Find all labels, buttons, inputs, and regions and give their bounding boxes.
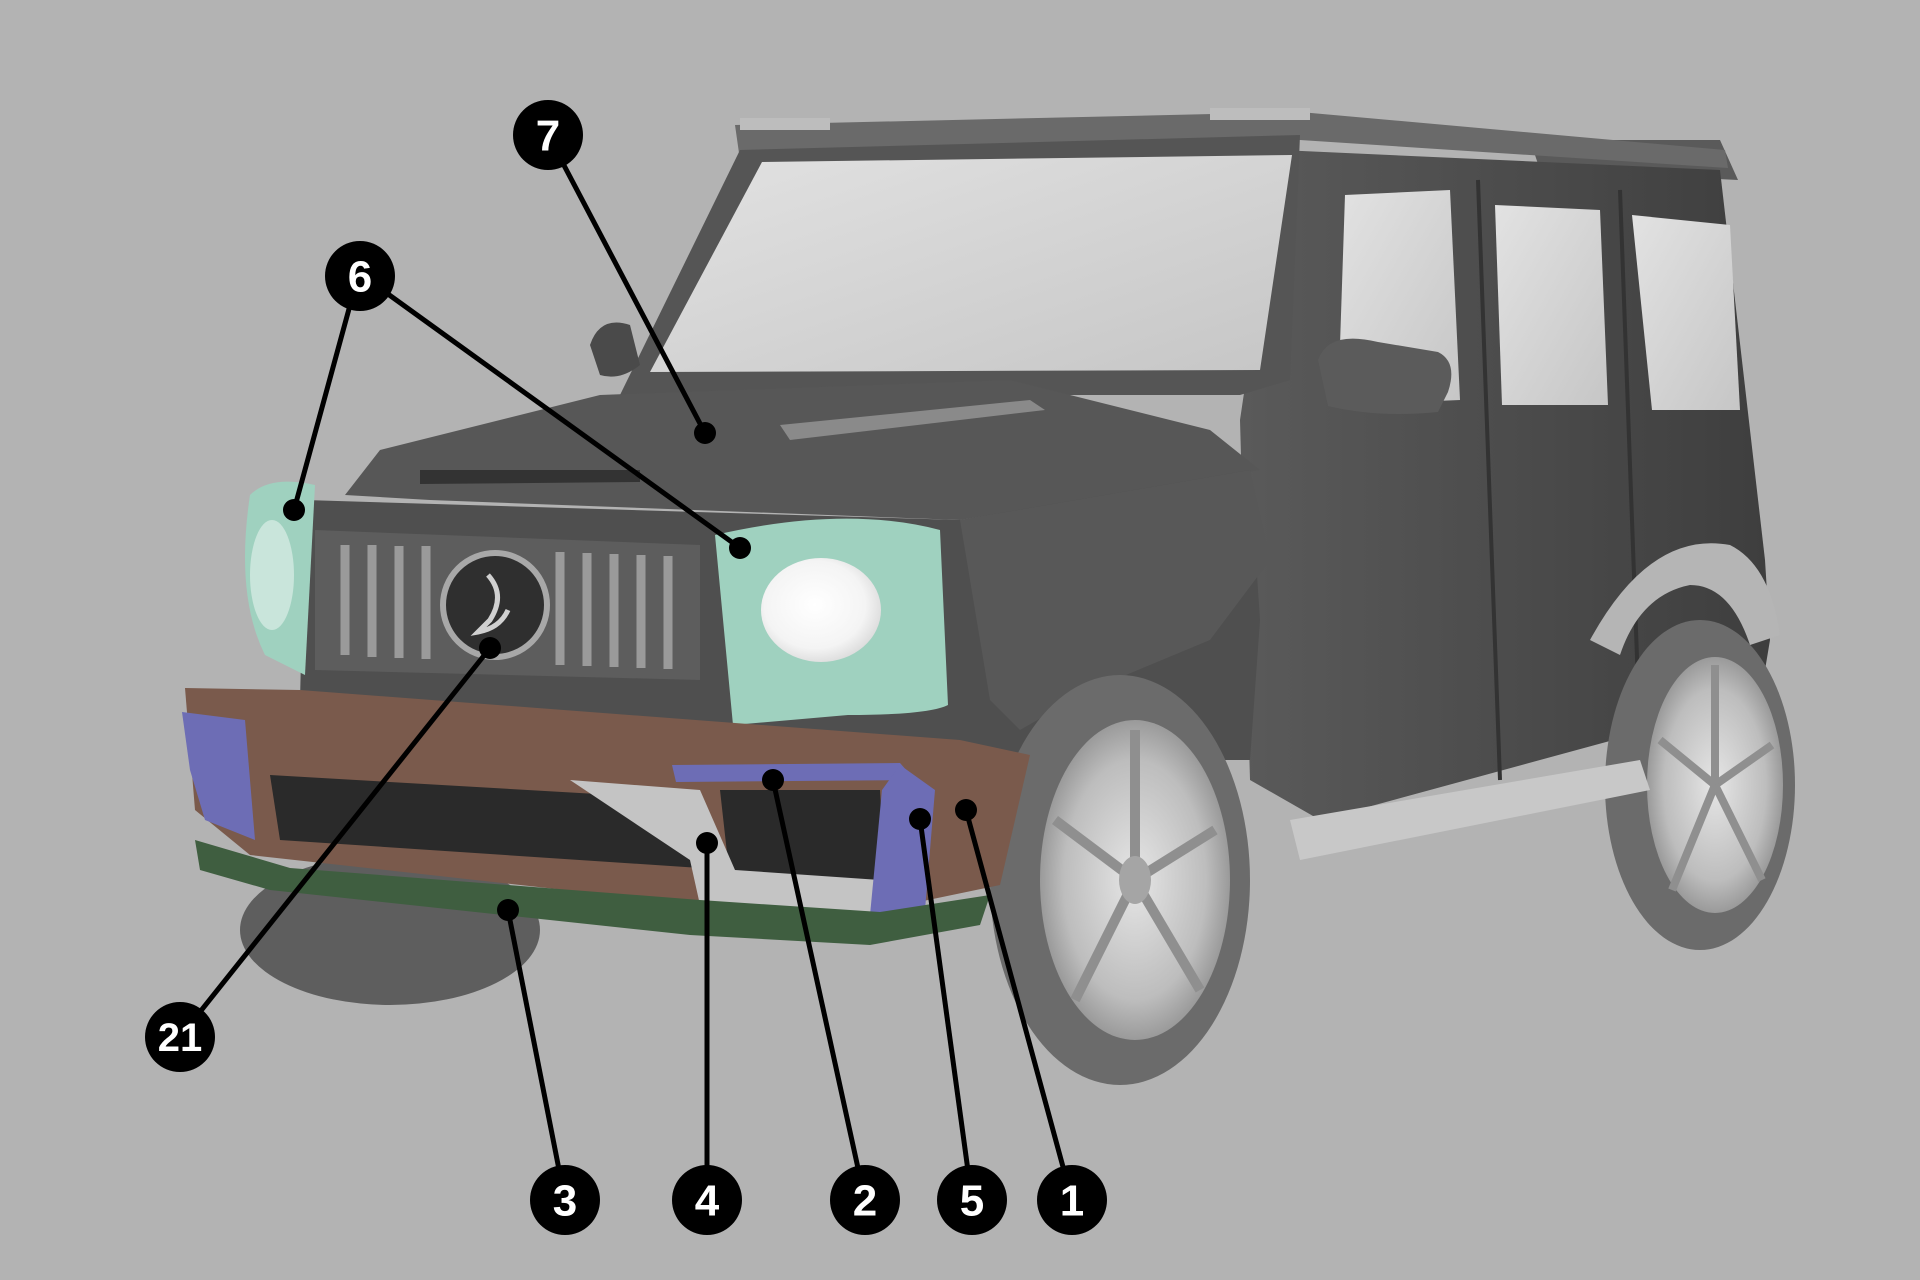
door-line-1 <box>1476 179 1502 781</box>
door-line-2 <box>1618 189 1642 741</box>
side-window-rear <box>1632 215 1740 410</box>
hood-vent-left <box>420 470 640 484</box>
front-splitter <box>195 840 990 945</box>
hood-vent-right <box>780 400 1045 440</box>
bumper-right-intake <box>720 790 885 880</box>
callout-3: 3 <box>530 1165 600 1235</box>
endpoint-6-right <box>729 537 751 559</box>
front-fender-right <box>960 470 1270 730</box>
drl-right-strip <box>672 763 915 782</box>
roof-rail-mid <box>1210 108 1310 120</box>
drl-left <box>182 712 255 840</box>
endpoint-7 <box>694 422 716 444</box>
hood <box>345 380 1260 520</box>
callout-21: 21 <box>145 1002 215 1072</box>
bumper-silver-trim <box>570 780 880 915</box>
callout-7-label: 7 <box>536 112 560 161</box>
endpoint-3 <box>497 899 519 921</box>
leader-6-left <box>291 275 361 511</box>
leader-21 <box>178 646 492 1039</box>
callout-1-label: 1 <box>1060 1177 1084 1226</box>
callout-2: 2 <box>830 1165 900 1235</box>
vehicle-illustration <box>182 108 1795 1085</box>
endpoint-6-left <box>283 499 305 521</box>
endpoint-21 <box>479 637 501 659</box>
callout-5: 5 <box>937 1165 1007 1235</box>
windshield-glass <box>650 155 1292 372</box>
headlight-lens-right <box>761 558 881 662</box>
leader-5 <box>917 818 975 1201</box>
headlight-lens-left <box>250 520 294 630</box>
emblem-icon <box>470 573 511 636</box>
callout-4-label: 4 <box>695 1177 720 1226</box>
callout-6-label: 6 <box>348 253 372 302</box>
callout-3-label: 3 <box>553 1177 577 1226</box>
leader-lines <box>178 133 1075 1201</box>
callout-badges: 7 6 21 3 4 2 5 1 <box>145 100 1107 1235</box>
endpoint-5 <box>909 808 931 830</box>
front-right-hub <box>1119 856 1151 904</box>
side-window-middle <box>1495 205 1608 405</box>
leader-6-right <box>361 273 742 551</box>
grille-slats <box>340 545 673 669</box>
callout-1: 1 <box>1037 1165 1107 1235</box>
rear-right-spokes <box>1657 665 1775 892</box>
leader-1 <box>963 809 1075 1201</box>
side-mirror <box>1318 338 1452 414</box>
rear-fender-flare <box>1590 543 1780 655</box>
leader-endpoints <box>283 422 977 921</box>
drl-right <box>870 765 935 915</box>
callout-6: 6 <box>325 241 395 311</box>
leader-3 <box>505 909 568 1201</box>
callout-4: 4 <box>672 1165 742 1235</box>
side-mirror-left <box>590 322 640 377</box>
roof-rail-front <box>740 118 830 130</box>
endpoint-2 <box>762 769 784 791</box>
callout-5-label: 5 <box>960 1177 984 1226</box>
leader-7 <box>545 133 708 435</box>
running-board <box>1290 760 1650 860</box>
endpoint-1 <box>955 799 977 821</box>
leader-2 <box>770 779 868 1201</box>
endpoint-4 <box>696 832 718 854</box>
callout-2-label: 2 <box>853 1177 877 1226</box>
callout-7: 7 <box>513 100 583 170</box>
callout-21-label: 21 <box>158 1016 203 1060</box>
